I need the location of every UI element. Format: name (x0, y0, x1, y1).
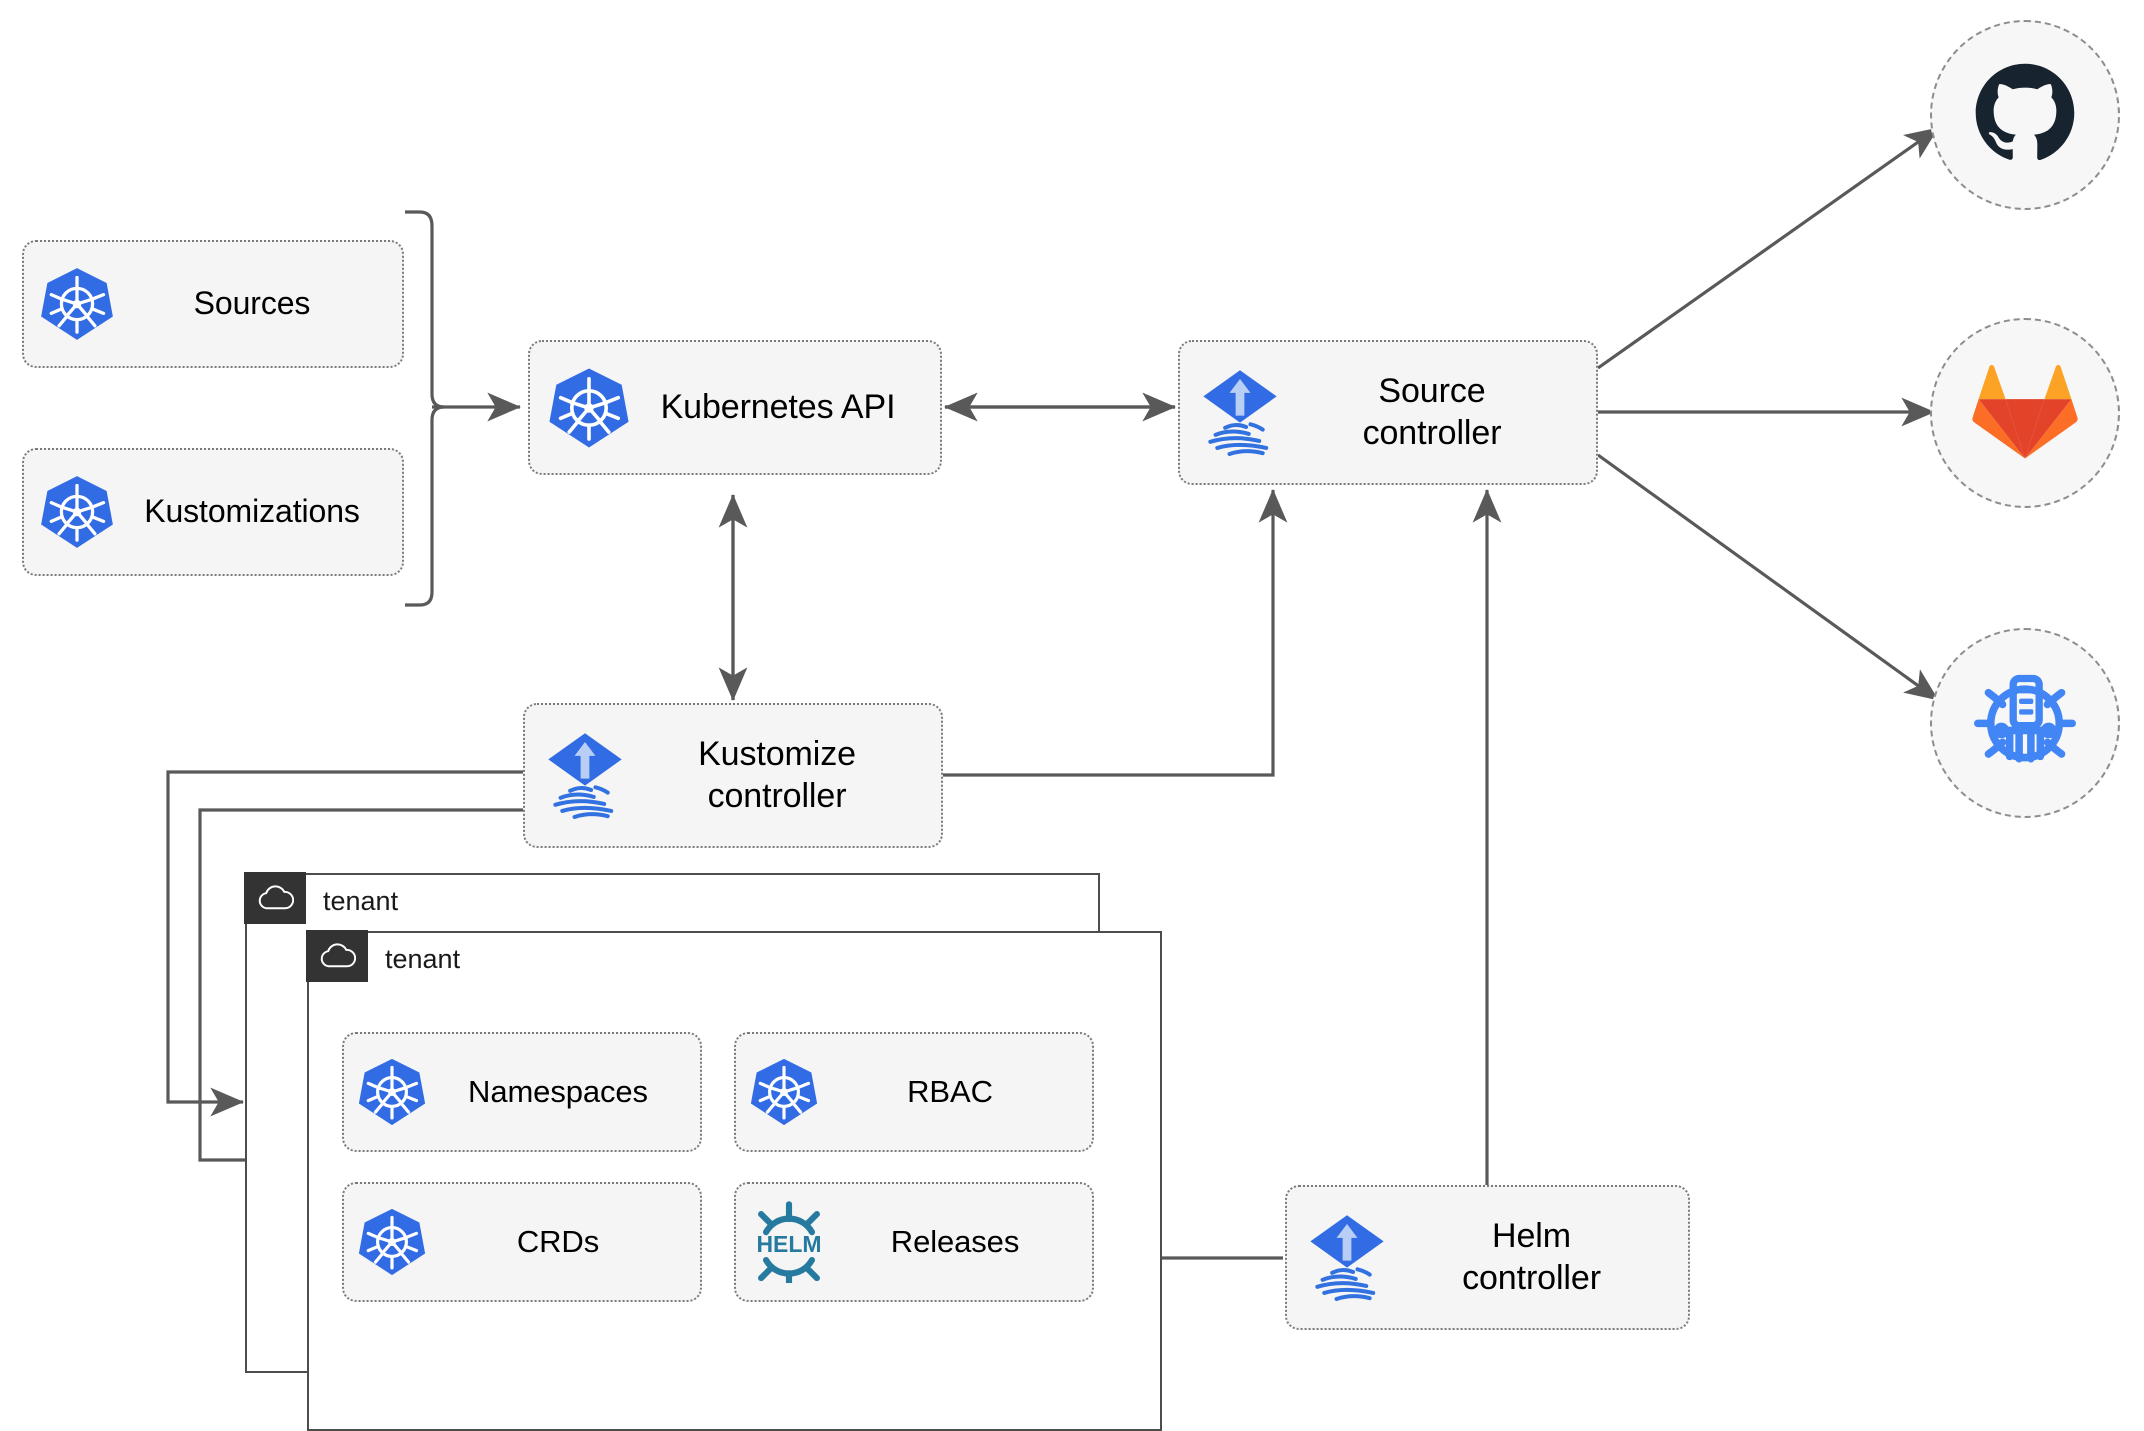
flux-icon (1303, 1210, 1391, 1306)
node-label: Sources (193, 285, 311, 322)
node-label: Kustomizations (144, 493, 360, 530)
tenant-label-front: tenant (385, 943, 461, 974)
kubernetes-icon (38, 265, 116, 343)
node-releases[interactable]: HELM Releases (734, 1182, 1094, 1302)
node-kubernetes-api[interactable]: Kubernetes API (528, 340, 942, 475)
node-helm-controller[interactable]: Helm controller (1285, 1185, 1690, 1330)
tenant-label-back: tenant (323, 885, 399, 916)
github-icon (1969, 57, 2081, 174)
node-crds[interactable]: CRDs (342, 1182, 702, 1302)
endpoint-github[interactable] (1930, 20, 2120, 210)
kubernetes-icon (356, 1206, 428, 1278)
helm-icon: HELM (748, 1201, 830, 1283)
flux-icon (1196, 365, 1284, 461)
node-label: RBAC (907, 1074, 993, 1110)
kubernetes-icon (546, 365, 632, 451)
flux-icon (541, 728, 629, 824)
kubernetes-icon (38, 473, 116, 551)
helm-repository-icon (1966, 662, 2084, 785)
node-sources[interactable]: Sources (22, 240, 404, 368)
endpoint-helm-repository[interactable] (1930, 628, 2120, 818)
helm-logo-text: HELM (756, 1231, 821, 1257)
kubernetes-icon (356, 1056, 428, 1128)
tenant-container-front: tenant (306, 930, 1162, 1431)
kubernetes-icon (748, 1056, 820, 1128)
node-rbac[interactable]: RBAC (734, 1032, 1094, 1152)
node-label: Source controller (1362, 372, 1502, 452)
cloud-icon (244, 872, 307, 925)
node-label: Releases (890, 1224, 1020, 1260)
node-label: CRDs (516, 1224, 600, 1260)
node-label: Kubernetes API (660, 387, 896, 426)
node-kustomizations[interactable]: Kustomizations (22, 448, 404, 576)
cloud-icon (306, 930, 369, 983)
node-label: Kustomize controller (698, 735, 856, 815)
node-label: Helm controller (1462, 1217, 1601, 1297)
node-label: Namespaces (468, 1074, 648, 1110)
node-namespaces[interactable]: Namespaces (342, 1032, 702, 1152)
node-kustomize-controller[interactable]: Kustomize controller (523, 703, 943, 848)
node-source-controller[interactable]: Source controller (1178, 340, 1598, 485)
endpoint-gitlab[interactable] (1930, 318, 2120, 508)
gitlab-icon (1971, 359, 2079, 468)
